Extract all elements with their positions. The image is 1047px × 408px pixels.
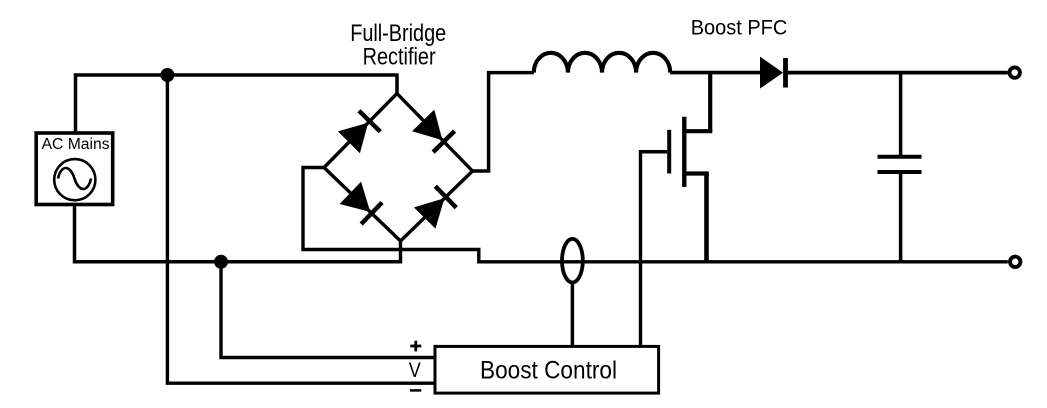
svg-text:AC Mains: AC Mains xyxy=(42,136,110,153)
svg-text:Boost PFC: Boost PFC xyxy=(691,15,788,40)
svg-text:Full-Bridge: Full-Bridge xyxy=(350,20,446,47)
svg-text:Rectifier: Rectifier xyxy=(363,44,436,71)
svg-text:V: V xyxy=(409,359,421,382)
svg-text:Boost Control: Boost Control xyxy=(480,357,617,385)
